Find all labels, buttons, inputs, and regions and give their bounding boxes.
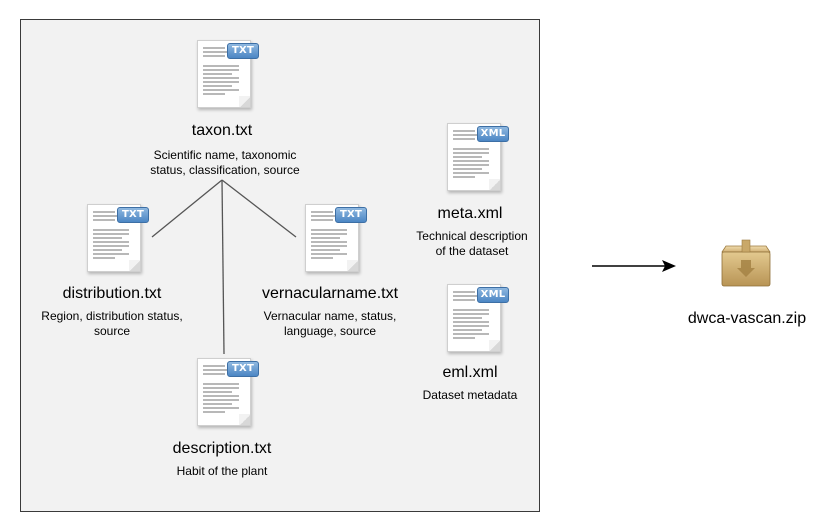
description-file-name: description.txt [172,440,272,457]
xml-badge: XML [477,287,509,303]
distribution-file-name: distribution.txt [62,285,162,302]
txt-badge: TXT [335,207,367,223]
meta-file-name: meta.xml [437,205,503,222]
txt-badge: TXT [227,361,259,377]
taxon-file-name: taxon.txt [191,122,253,139]
description-file-description: Habit of the plant [176,464,268,478]
eml-file-name: eml.xml [442,364,498,381]
right-arrow-icon [662,260,676,272]
meta-file-icon: XML [447,123,509,193]
xml-badge: XML [477,126,509,142]
vernacular-file-description: Vernacular name, status,language, source [263,309,397,338]
txt-badge: TXT [227,43,259,59]
eml-file-description: Dataset metadata [422,388,518,402]
distribution-file-description: Region, distribution status,source [41,309,183,338]
distribution-file-icon: TXT [87,204,149,274]
archive-file-name: dwca-vascan.zip [687,310,807,327]
vernacular-file-icon: TXT [305,204,367,274]
description-file-icon: TXT [197,358,259,428]
archive-box-icon [721,239,771,287]
eml-file-icon: XML [447,284,509,354]
vernacular-file-name: vernacularname.txt [261,285,399,302]
taxon-file-icon: TXT [197,40,259,110]
txt-badge: TXT [117,207,149,223]
